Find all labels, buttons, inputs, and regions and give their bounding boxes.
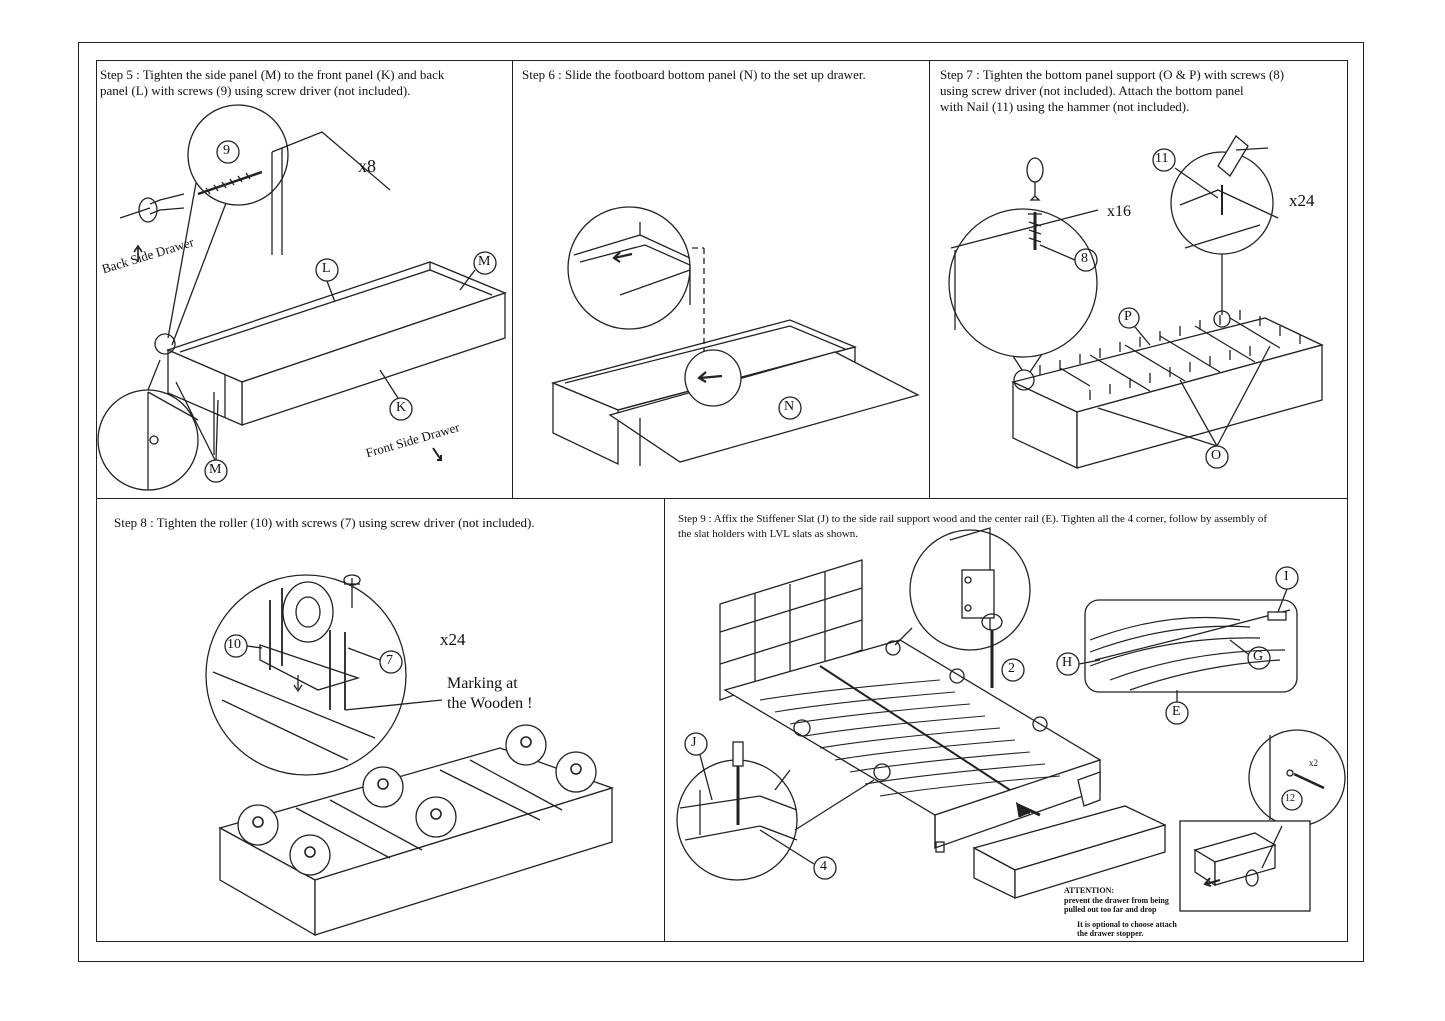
- part-M-bottom: M: [209, 462, 222, 477]
- step5-drawer-illustration: [97, 104, 507, 491]
- part-L: L: [322, 261, 331, 276]
- step-8-text: Step 8 : Tighten the roller (10) with sc…: [114, 515, 535, 530]
- label-x24-step8: x24: [440, 630, 466, 649]
- step-9-text: Step 9 : Affix the Stiffener Slat (J) to…: [678, 513, 1268, 540]
- part-I: I: [1284, 569, 1289, 584]
- label-x16: x16: [1107, 203, 1131, 220]
- part-M-top: M: [478, 254, 491, 269]
- part-H: H: [1062, 655, 1073, 670]
- part-12: 12: [1285, 793, 1295, 804]
- label-marking: Marking at the Wooden !: [447, 675, 533, 712]
- attention-title: ATTENTION:: [1064, 886, 1115, 895]
- step8-drawer-illustration: [205, 574, 615, 937]
- part-K: K: [396, 400, 407, 415]
- part-J: J: [691, 735, 697, 750]
- part-P: P: [1124, 309, 1132, 324]
- col-divider-8-9: [664, 498, 666, 942]
- part-10: 10: [227, 637, 241, 652]
- row-divider: [96, 498, 1348, 500]
- outer-frame: [78, 42, 1364, 962]
- part-11: 11: [1155, 151, 1169, 166]
- part-9: 9: [223, 143, 230, 158]
- step9-bed-illustration: [676, 527, 1346, 912]
- part-4: 4: [820, 859, 827, 874]
- step-7-text: Step 7 : Tighten the bottom panel suppor…: [940, 67, 1285, 114]
- part-E: E: [1172, 704, 1181, 719]
- step7-drawer-illustration: [948, 135, 1324, 470]
- attention-text: prevent the drawer from being pulled out…: [1064, 896, 1169, 914]
- step6-drawer-illustration: [550, 206, 920, 466]
- inner-frame: [96, 60, 1348, 942]
- part-7: 7: [386, 653, 393, 668]
- col-divider-6-7: [929, 60, 931, 498]
- label-x2: x2: [1309, 758, 1318, 768]
- part-2: 2: [1008, 661, 1015, 676]
- part-G: G: [1253, 649, 1264, 664]
- attention-optional: It is optional to choose attach the draw…: [1077, 920, 1177, 938]
- col-divider-5-6: [512, 60, 514, 498]
- step-5-text: Step 5 : Tighten the side panel (M) to t…: [100, 67, 445, 98]
- part-8: 8: [1081, 251, 1088, 266]
- part-N: N: [784, 399, 795, 414]
- label-x24-step7: x24: [1289, 191, 1315, 210]
- step-6-text: Step 6 : Slide the footboard bottom pane…: [522, 67, 866, 82]
- label-x8: x8: [358, 156, 376, 176]
- part-O: O: [1211, 448, 1222, 463]
